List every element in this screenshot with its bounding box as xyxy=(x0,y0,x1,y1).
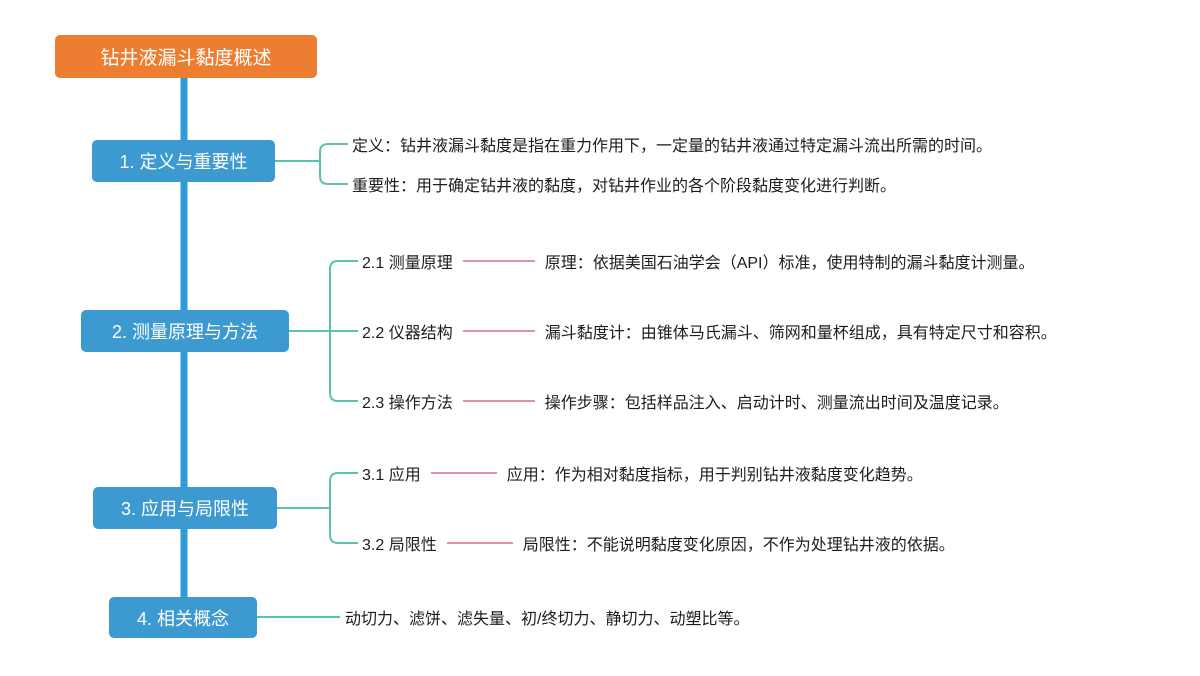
section-node-1[interactable]: 1. 定义与重要性 xyxy=(92,140,275,182)
leaf-text: 定义：钻井液漏斗黏度是指在重力作用下，一定量的钻井液通过特定漏斗流出所需的时间。 xyxy=(352,138,993,155)
subnode-label: 2.3 操作方法 xyxy=(362,395,453,412)
leaf-row-definition[interactable]: 定义：钻井液漏斗黏度是指在重力作用下，一定量的钻井液通过特定漏斗流出所需的时间。 xyxy=(352,132,992,156)
branch-bracket-s2 xyxy=(329,260,358,402)
leaf-text: 局限性：不能说明黏度变化原因，不作为处理钻井液的依据。 xyxy=(522,537,955,554)
subnode-label: 3.2 局限性 xyxy=(362,537,437,554)
subnode-row-2-2[interactable]: 2.2 仪器结构 漏斗黏度计：由锥体马氏漏斗、筛网和量杯组成，具有特定尺寸和容积… xyxy=(362,319,1057,343)
leaf-text: 应用：作为相对黏度指标，用于判别钻井液黏度变化趋势。 xyxy=(506,467,923,484)
leaf-text: 漏斗黏度计：由锥体马氏漏斗、筛网和量杯组成，具有特定尺寸和容积。 xyxy=(544,325,1057,342)
subnode-row-2-3[interactable]: 2.3 操作方法 操作步骤：包括样品注入、启动计时、测量流出时间及温度记录。 xyxy=(362,389,1009,413)
leaf-connector-line xyxy=(430,472,497,474)
subnode-row-3-2[interactable]: 3.2 局限性 局限性：不能说明黏度变化原因，不作为处理钻井液的依据。 xyxy=(362,531,955,555)
branch-bracket-s1 xyxy=(319,143,348,185)
subnode-label: 3.1 应用 xyxy=(362,467,421,484)
leaf-text: 原理：依据美国石油学会（API）标准，使用特制的漏斗黏度计测量。 xyxy=(544,255,1035,272)
leaf-connector-line xyxy=(462,400,535,402)
subnode-row-2-1[interactable]: 2.1 测量原理 原理：依据美国石油学会（API）标准，使用特制的漏斗黏度计测量… xyxy=(362,249,1035,273)
leaf-connector-line xyxy=(446,542,513,544)
subnode-row-3-1[interactable]: 3.1 应用 应用：作为相对黏度指标，用于判别钻井液黏度变化趋势。 xyxy=(362,461,923,485)
leaf-connector-line xyxy=(462,260,535,262)
section-node-3[interactable]: 3. 应用与局限性 xyxy=(93,487,277,529)
leaf-text: 动切力、滤饼、滤失量、初/终切力、静切力、动塑比等。 xyxy=(345,611,750,628)
leaf-row-importance[interactable]: 重要性：用于确定钻井液的黏度，对钻井作业的各个阶段黏度变化进行判断。 xyxy=(352,172,896,196)
leaf-text: 重要性：用于确定钻井液的黏度，对钻井作业的各个阶段黏度变化进行判断。 xyxy=(352,178,897,195)
leaf-row-related-concepts[interactable]: 动切力、滤饼、滤失量、初/终切力、静切力、动塑比等。 xyxy=(345,605,749,629)
branch-bracket-s3 xyxy=(329,472,358,544)
leaf-text: 操作步骤：包括样品注入、启动计时、测量流出时间及温度记录。 xyxy=(544,395,1009,412)
subnode-label: 2.2 仪器结构 xyxy=(362,325,453,342)
subnode-label: 2.1 测量原理 xyxy=(362,255,453,272)
leaf-connector-line xyxy=(462,330,535,332)
root-node[interactable]: 钻井液漏斗黏度概述 xyxy=(55,35,317,78)
section-node-4[interactable]: 4. 相关概念 xyxy=(109,597,257,638)
section-node-2[interactable]: 2. 测量原理与方法 xyxy=(81,310,289,352)
